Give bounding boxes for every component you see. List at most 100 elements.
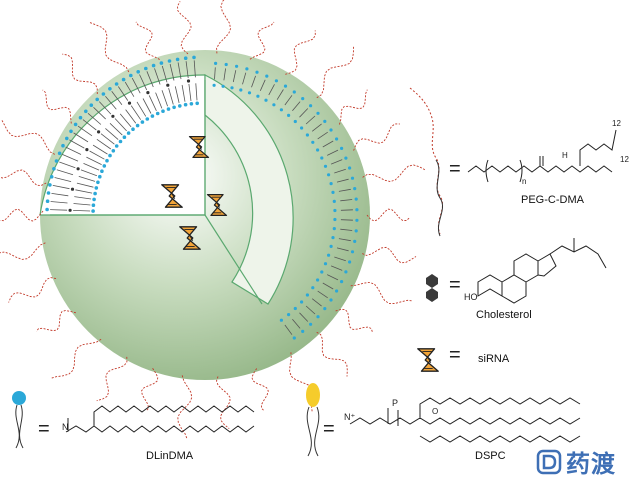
dlindma-head-icon [12, 391, 26, 405]
lipid-tail [105, 96, 117, 110]
lipid-head [239, 88, 243, 92]
lipid-tail [105, 128, 119, 140]
lipid-head [247, 91, 252, 95]
lipid-head [293, 306, 297, 311]
dlindma-structure [65, 405, 255, 433]
lipid-head [332, 227, 336, 231]
lipid-tail [336, 247, 349, 252]
lipid-head [76, 167, 80, 171]
peg-chain [216, 0, 232, 54]
lipid-head [272, 103, 276, 107]
lipid-head [230, 86, 234, 90]
lipid-head [300, 300, 304, 304]
lipid-tail [86, 156, 102, 165]
peg-chains [0, 0, 426, 440]
lipid-tail [161, 90, 168, 107]
peg-chain [366, 208, 411, 222]
lipid-tail [340, 209, 353, 211]
lipid-head [344, 270, 348, 274]
lipid-tail [109, 123, 123, 136]
lipid-head [175, 57, 180, 62]
lipid-head [159, 61, 164, 65]
lipid-head [91, 209, 95, 213]
lipid-tail [181, 84, 186, 102]
lipid-head [235, 64, 239, 68]
lipid-head [183, 56, 188, 60]
cholesterol-structure [477, 238, 607, 304]
peg-chain [216, 376, 231, 429]
dspc-o: O [432, 407, 438, 416]
peg-chain [335, 309, 374, 334]
lipid-tail [232, 70, 237, 83]
lipid-head [355, 208, 359, 212]
lipid-head [214, 61, 218, 65]
lipid-head [316, 315, 320, 319]
lipid-tail [136, 101, 147, 117]
brand-logo-icon [536, 449, 562, 474]
lipid-tail [305, 305, 316, 315]
peg-chain [8, 277, 57, 303]
peg-subscript-12b: 12 [620, 155, 629, 164]
lipid-tail [117, 86, 129, 101]
lipid-tail [177, 62, 182, 80]
lipid-tail [139, 74, 148, 91]
lipid-head [84, 109, 88, 114]
lipid-head [329, 182, 333, 186]
lipid-tail [96, 138, 112, 150]
lipid-head [114, 82, 119, 86]
lipid-tail [148, 95, 157, 111]
lipid-tail [334, 168, 346, 174]
lipid-tail [338, 238, 351, 242]
lipid-head [111, 114, 115, 118]
lipid-head [166, 107, 171, 111]
lipid-head [323, 164, 328, 168]
lipid-tail [242, 72, 247, 85]
lipid-tail [130, 105, 142, 120]
equals-sign: = [38, 418, 50, 440]
lipid-head [54, 159, 59, 163]
lipid-head [350, 250, 355, 254]
lipid-tail [317, 131, 328, 140]
lipid-tail [89, 150, 105, 160]
lipid-head [301, 329, 305, 333]
lipid-head [255, 70, 259, 74]
lipid-tail [74, 196, 92, 200]
lipid-head [95, 97, 99, 102]
lipid-head [287, 113, 291, 117]
lipid-head [348, 260, 352, 264]
peg-chain [0, 242, 46, 260]
peg-chain [62, 53, 98, 95]
lipid-tail [56, 169, 74, 176]
lipid-head [300, 126, 304, 130]
lipid-head [122, 135, 127, 139]
peg-chain [96, 356, 128, 402]
peg-side-chain [579, 129, 617, 166]
lipid-tail [69, 139, 85, 149]
lipid-tail [305, 115, 316, 125]
lipid-head [344, 156, 348, 160]
lipid-tail [292, 101, 301, 112]
lipid-tail [80, 169, 98, 177]
lipid-head [78, 115, 83, 120]
lipid-head [73, 122, 78, 127]
lipid-head [301, 97, 305, 101]
lipid-tail [146, 71, 154, 88]
lipid-head [292, 336, 296, 340]
lipid-head [161, 109, 165, 113]
lipid-tail [322, 282, 334, 290]
lipid-tail [311, 298, 322, 307]
lipid-tail [317, 290, 328, 299]
equals-sign: = [323, 418, 335, 440]
lipid-head [335, 289, 339, 293]
lipid-tail [276, 89, 284, 100]
lipid-head [45, 199, 50, 203]
lipid-tail [65, 146, 82, 155]
lipid-head [126, 131, 131, 135]
lipid-head [195, 101, 199, 106]
sirna-label: siRNA [478, 353, 510, 365]
lipid-head [96, 180, 100, 185]
lipid-head [311, 140, 315, 144]
lipid-tail [334, 256, 346, 262]
lipid-tail [52, 185, 70, 190]
